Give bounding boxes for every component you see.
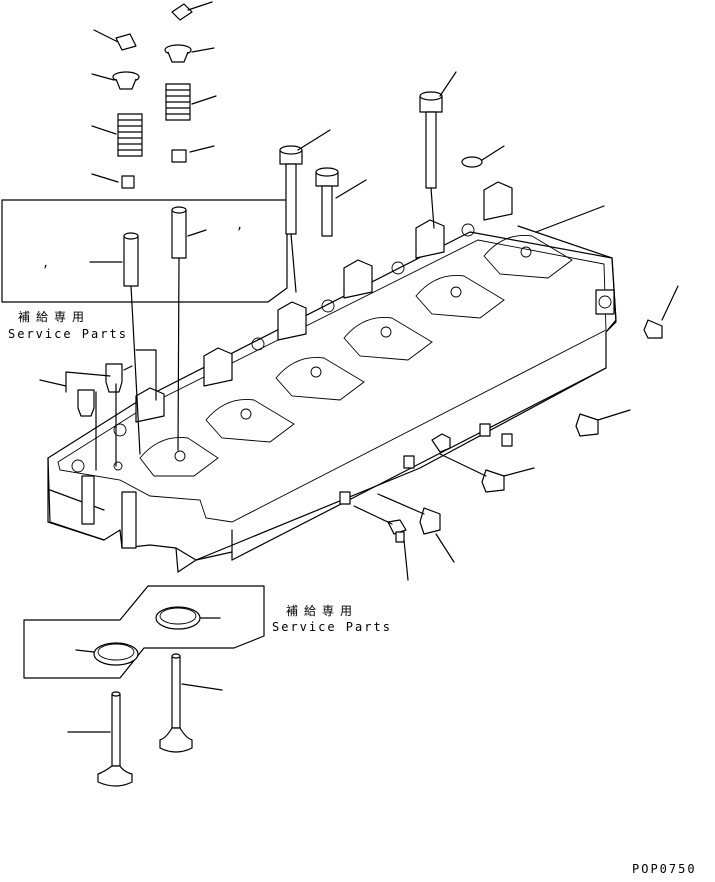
valve-guide-long — [171, 206, 207, 259]
valve-stem-seal-right — [171, 145, 215, 163]
service-parts-box-upper — [1, 199, 288, 303]
valve-spring-right — [165, 83, 217, 121]
leader-service-box — [135, 349, 157, 401]
upper-service-parts-en: Service Parts — [8, 327, 128, 341]
leader-guide-short — [130, 285, 141, 455]
valve-guide-short — [89, 232, 139, 287]
head-bolt-3 — [419, 71, 457, 229]
valve-spring-retainer-right — [164, 44, 215, 63]
valve-spring-left — [91, 113, 143, 157]
intake-valve — [159, 653, 223, 753]
comma-label-b: , — [42, 256, 52, 270]
expansion-plug-upper-left — [105, 363, 133, 393]
upper-service-parts-jp: 補給専用 — [18, 310, 91, 324]
plug-right-1 — [643, 285, 679, 339]
comma-label-a: , — [236, 218, 246, 232]
side-bosses — [339, 423, 513, 505]
valve-cotter-top — [171, 1, 213, 21]
valve-cotter — [93, 29, 137, 51]
plug-right-3 — [439, 453, 535, 493]
cylinder-head-body — [47, 225, 617, 573]
side-bracket-front — [81, 475, 137, 549]
rocker-pedestals — [135, 181, 513, 423]
exhaust-valve — [67, 691, 133, 787]
side-port-right — [595, 289, 615, 315]
lower-service-parts-jp: 補給専用 — [286, 604, 359, 618]
leader-guide-long — [177, 257, 180, 451]
drawing-code: POP0750 — [632, 862, 697, 876]
plug-lower-2 — [353, 505, 409, 581]
leader-head — [535, 205, 605, 233]
head-bolt-2 — [315, 167, 367, 237]
plug-lower-1 — [377, 493, 455, 563]
seal-washer — [461, 145, 505, 168]
plug-right-2 — [575, 409, 631, 437]
deck-holes — [71, 223, 532, 473]
valve-seat-insert-left — [75, 642, 139, 666]
valve-seat-insert-right — [155, 606, 221, 630]
head-bolt-1 — [279, 129, 331, 293]
service-parts-box-lower — [23, 585, 265, 679]
port-outlines — [139, 234, 573, 477]
lower-service-parts-en: Service Parts — [272, 620, 392, 634]
expansion-plug-left — [39, 371, 111, 417]
valve-spring-retainer-left — [91, 71, 140, 90]
valve-stem-seal-left — [91, 173, 135, 189]
